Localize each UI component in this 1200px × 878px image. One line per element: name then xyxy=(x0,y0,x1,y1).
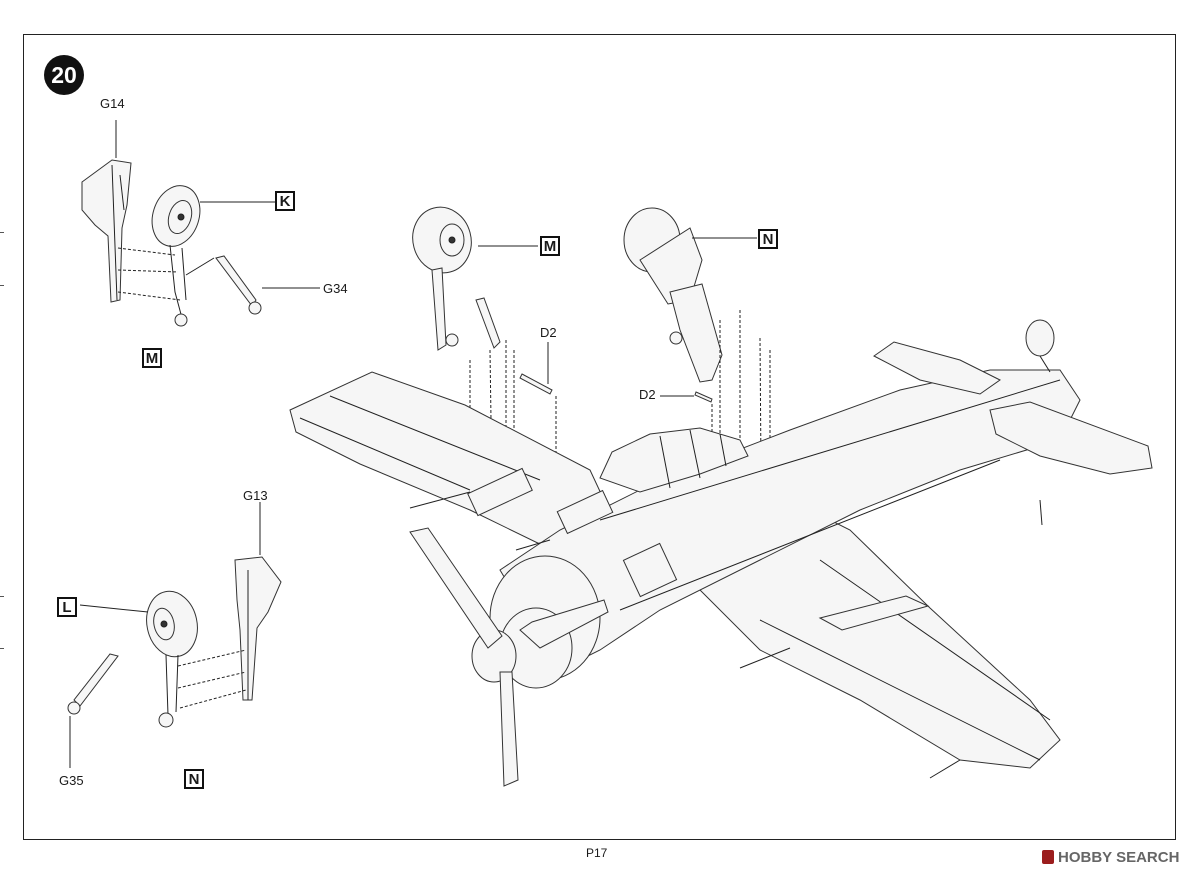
wheel-n xyxy=(623,207,723,383)
marking-box-n-center: N xyxy=(758,229,778,249)
hobby-search-logo-icon xyxy=(1042,850,1054,864)
part-label-g14: G14 xyxy=(100,96,125,111)
part-label-g35: G35 xyxy=(59,773,84,788)
edge-mark xyxy=(0,285,4,286)
edge-mark xyxy=(0,232,4,233)
marking-box-m-center: M xyxy=(540,236,560,256)
main-gear-strut-g13 xyxy=(234,556,282,701)
scissor-link-g34 xyxy=(215,255,262,315)
part-label-g13: G13 xyxy=(243,488,268,503)
edge-mark xyxy=(0,648,4,649)
marking-box-n: N xyxy=(184,769,204,789)
page-number: P17 xyxy=(586,846,608,860)
wheel-m xyxy=(412,206,501,351)
edge-mark xyxy=(0,596,4,597)
wheel-k xyxy=(151,185,201,327)
marking-box-k: K xyxy=(275,191,295,211)
scissor-link-g35 xyxy=(67,653,119,715)
watermark-text: HOBBY SEARCH xyxy=(1058,849,1180,866)
marking-box-m: M xyxy=(142,348,162,368)
main-gear-strut-g14 xyxy=(81,159,132,303)
step-number-badge: 20 xyxy=(44,55,84,95)
watermark: HOBBY SEARCH xyxy=(1042,849,1179,866)
wheel-l xyxy=(146,590,198,728)
pin-d2 xyxy=(694,391,713,403)
part-label-d2: D2 xyxy=(639,387,656,402)
pin-d2 xyxy=(519,373,553,395)
marking-box-l: L xyxy=(57,597,77,617)
aircraft-fuselage xyxy=(289,319,1153,787)
part-label-g34: G34 xyxy=(323,281,348,296)
part-label-d2: D2 xyxy=(540,325,557,340)
instruction-frame xyxy=(23,34,1176,840)
wheel-well-details xyxy=(467,467,930,631)
